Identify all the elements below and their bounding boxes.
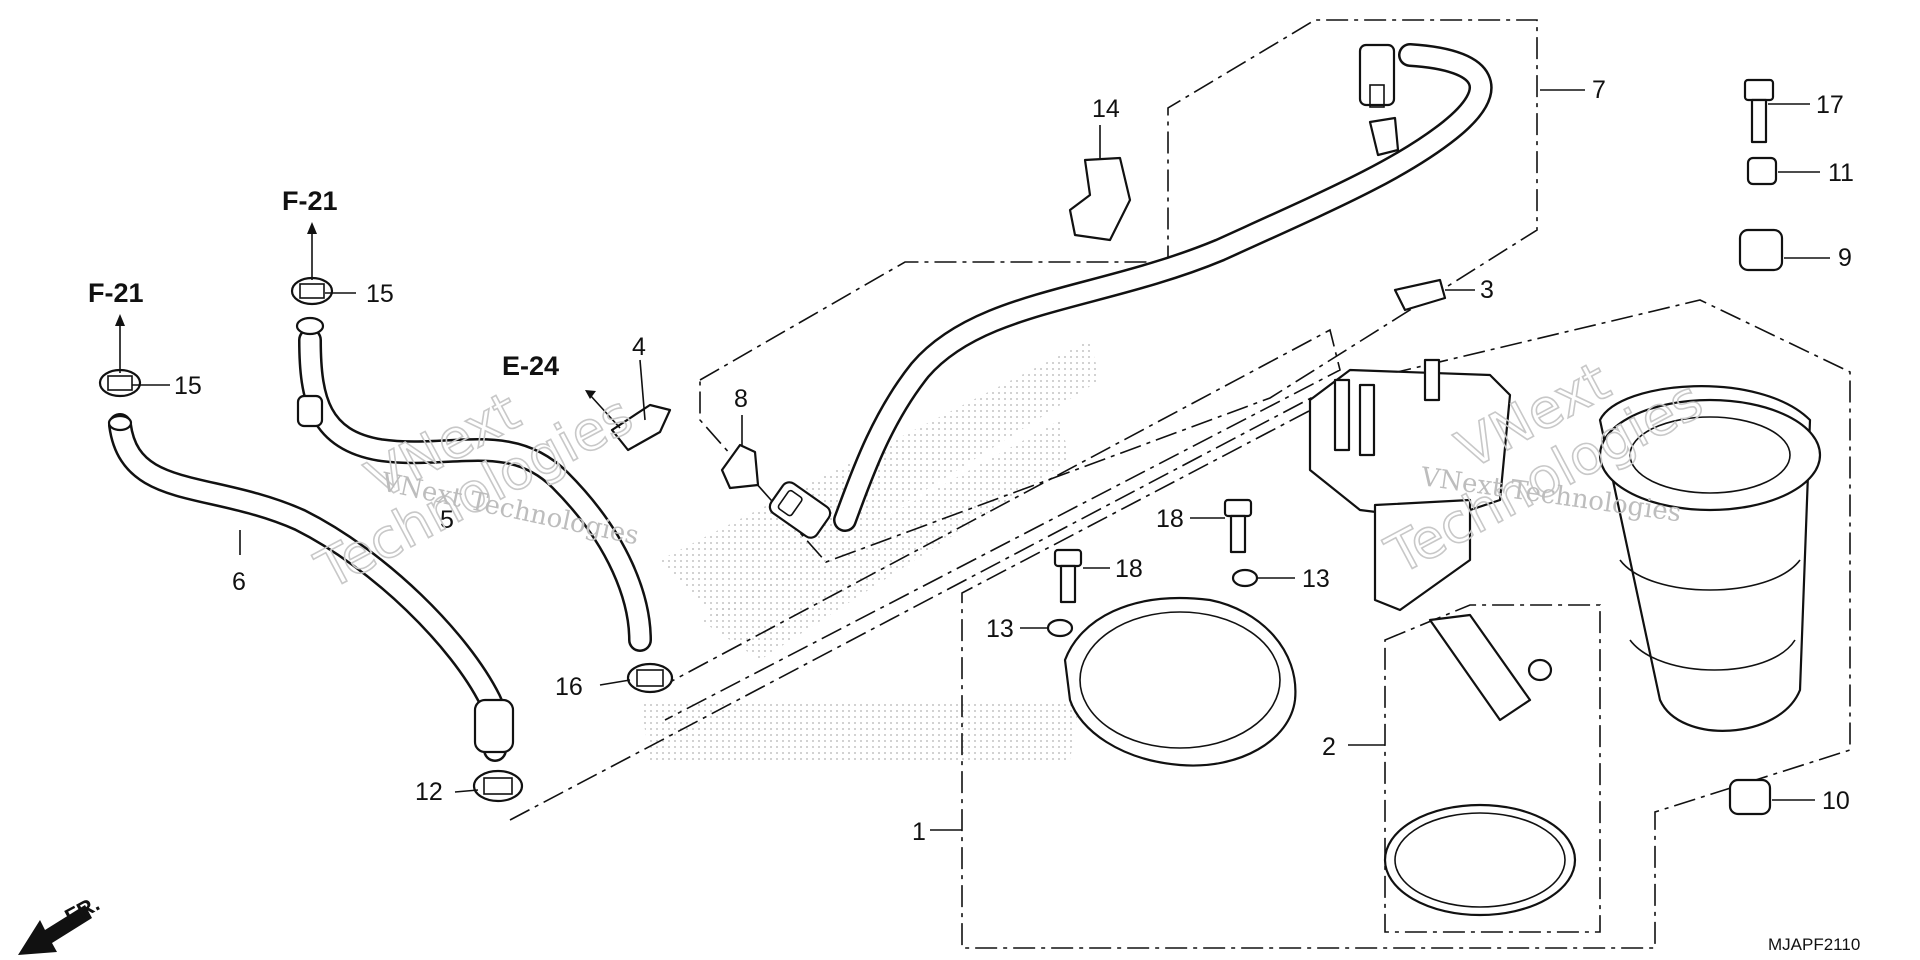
grommet-9 <box>1738 228 1784 272</box>
callout-5: 5 <box>440 506 454 534</box>
callout-14: 14 <box>1092 95 1120 123</box>
callout-13-b: 13 <box>1302 565 1330 593</box>
callout-13-a: 13 <box>986 615 1014 643</box>
gasket <box>1063 596 1297 767</box>
callout-18-a: 18 <box>1115 555 1143 583</box>
brand-watermark <box>640 340 1100 760</box>
callout-3: 3 <box>1480 276 1494 304</box>
front-arrow-icon <box>18 905 92 955</box>
clamp-12 <box>472 769 524 803</box>
callout-1: 1 <box>912 818 926 846</box>
connector-clip-3 <box>1368 116 1447 312</box>
fuel-pump-unit <box>1308 358 1512 612</box>
washer-13-b <box>1231 568 1259 588</box>
collar-11 <box>1746 156 1778 186</box>
callout-18-b: 18 <box>1156 505 1184 533</box>
filter-kit <box>1383 613 1577 917</box>
ref-f21-b: F-21 <box>282 186 338 216</box>
callout-11: 11 <box>1828 159 1854 187</box>
ref-e24: E-24 <box>502 351 559 381</box>
clamp-15-a <box>98 368 142 398</box>
fuel-hose-6 <box>107 413 515 762</box>
callout-7: 7 <box>1592 76 1606 104</box>
clip-14 <box>1068 156 1132 242</box>
washer-13-a <box>1046 618 1074 638</box>
arrow-up-icon <box>115 314 125 326</box>
callout-10: 10 <box>1822 787 1850 815</box>
clamp-15-b <box>290 276 334 306</box>
grommet-10 <box>1728 778 1772 816</box>
fuel-hose-5 <box>295 316 652 652</box>
callout-4: 4 <box>632 333 646 361</box>
clamp-16 <box>626 662 674 694</box>
callout-8: 8 <box>734 385 748 413</box>
fuel-filter-housing <box>1598 385 1822 732</box>
callout-16: 16 <box>555 673 583 701</box>
arrow-up-icon <box>307 222 317 234</box>
bolt-18-b <box>1223 498 1253 554</box>
callout-17: 17 <box>1816 91 1844 119</box>
callout-6: 6 <box>232 568 246 596</box>
callout-15-a: 15 <box>174 372 202 400</box>
bolt-17 <box>1743 78 1775 144</box>
ref-f21-a: F-21 <box>88 278 144 308</box>
callout-12: 12 <box>415 778 443 806</box>
callout-15-b: 15 <box>366 280 394 308</box>
leader-lines <box>119 89 1830 831</box>
callout-9: 9 <box>1838 244 1852 272</box>
callout-2: 2 <box>1322 733 1336 761</box>
clip-8 <box>720 443 760 490</box>
arrow-left-icon <box>585 390 596 399</box>
bolt-18-a <box>1053 548 1083 604</box>
diagram-code: MJAPF2110 <box>1768 935 1860 954</box>
fuel-hose-7 <box>768 43 1493 539</box>
